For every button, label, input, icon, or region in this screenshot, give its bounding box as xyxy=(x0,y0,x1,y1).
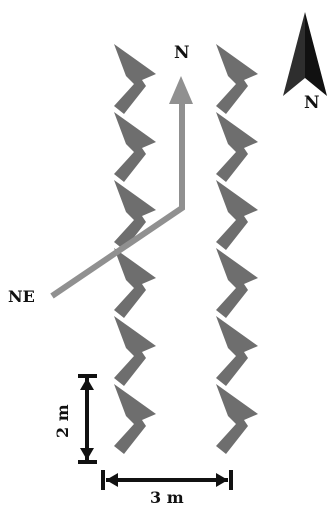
plant-marker xyxy=(216,384,258,454)
plant-row-right xyxy=(216,44,258,454)
compass-north-label: N xyxy=(304,93,320,113)
plant-marker xyxy=(114,316,156,386)
compass-north-icon xyxy=(283,12,327,96)
width-dimension-label: 3 m xyxy=(150,488,184,507)
plant-marker xyxy=(114,384,156,454)
plant-marker xyxy=(216,248,258,318)
plant-marker xyxy=(216,180,258,250)
north-arrowhead xyxy=(169,76,193,104)
northeast-label: NE xyxy=(8,287,35,306)
ne-line xyxy=(50,95,185,299)
north-label: N xyxy=(174,43,190,63)
height-dimension-label: 2 m xyxy=(53,404,72,438)
height-dimension xyxy=(78,374,97,464)
plant-marker xyxy=(216,112,258,182)
width-dimension xyxy=(101,470,233,490)
direction-arrow xyxy=(50,76,193,299)
plant-marker xyxy=(216,44,258,114)
plant-marker xyxy=(114,112,156,182)
plant-marker xyxy=(114,248,156,318)
plant-marker xyxy=(114,44,156,114)
plant-marker xyxy=(216,316,258,386)
